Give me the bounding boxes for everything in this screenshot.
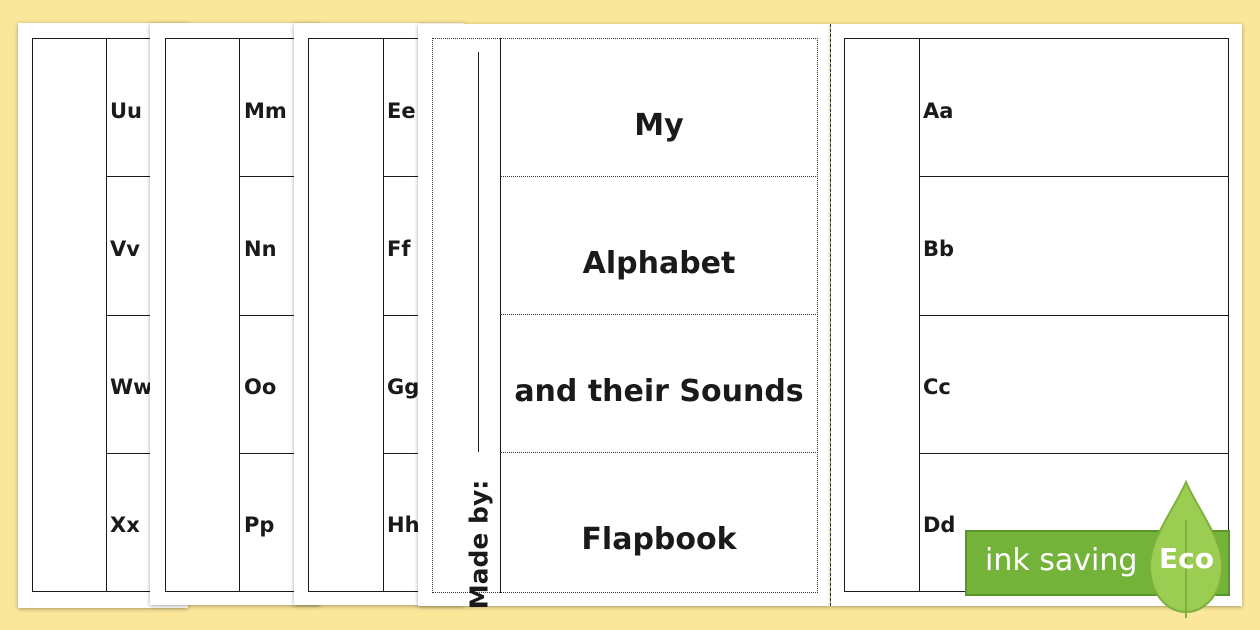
eco-leaf-icon [1148,480,1224,618]
cover-spine-line [500,38,501,593]
letter-label-ff: Ff [387,237,411,261]
cover-title-my: My [634,108,684,143]
letter-label-vv: Vv [110,237,140,261]
letter-label-bb: Bb [923,237,955,261]
letter-label-nn: Nn [244,237,277,261]
letter-label-uu: Uu [110,99,143,123]
letter-label-aa: Aa [923,99,954,123]
made-by-area: Made by: [448,52,493,609]
letter-label-ee: Ee [387,99,416,123]
eco-label: Eco [1159,542,1214,575]
letter-label-pp: Pp [244,513,275,537]
sheet-border [165,38,325,592]
letter-label-hh: Hh [387,513,420,537]
ink-saving-label: ink saving [985,543,1138,578]
letter-label-dd: Dd [923,513,956,537]
cover-sheet: Made by: My Alphabet and their Sounds Fl… [418,24,830,609]
made-by-label: Made by: [464,479,494,610]
letter-label-ww: Ww [110,375,153,399]
name-write-line [478,52,479,452]
cover-title-alphabet: Alphabet [582,246,736,281]
cover-title-flapbook: Flapbook [581,522,737,557]
letter-label-xx: Xx [110,513,140,537]
letter-label-oo: Oo [244,375,277,399]
letter-label-cc: Cc [923,375,951,399]
cover-title-sounds: and their Sounds [514,374,804,409]
letter-label-mm: Mm [244,99,287,123]
flap-sheet-m-p: Mm Nn Oo Pp [150,23,325,605]
cover-cut-border [432,38,818,593]
fold-line [830,24,831,606]
letter-label-gg: Gg [387,375,420,399]
